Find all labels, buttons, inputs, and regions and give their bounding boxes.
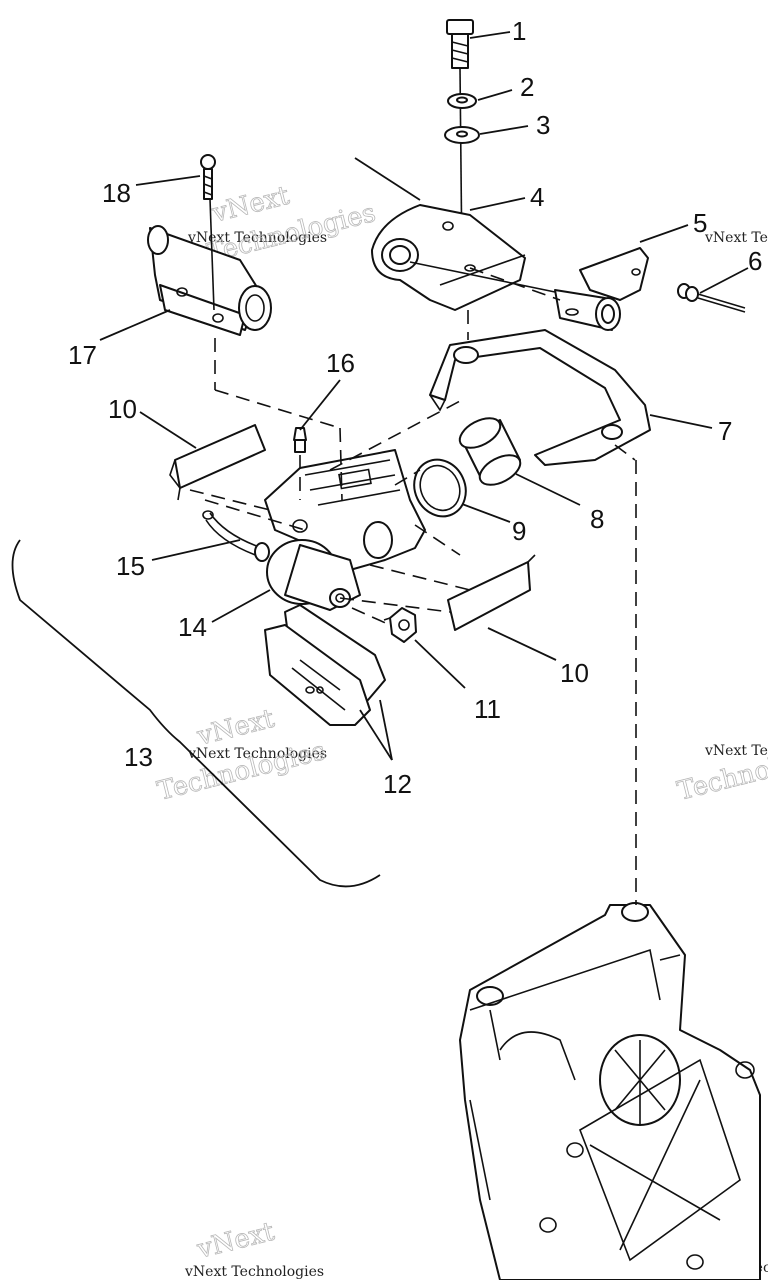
assembly-lines [189,267,637,905]
callout-10-upper: 10 [108,394,137,424]
part-13-caliper-assembly [264,449,426,611]
callout-4: 4 [530,182,544,212]
part-12-brake-pads [264,604,386,726]
svg-text:vNext: vNext [193,704,277,752]
callout-3: 3 [536,110,550,140]
callout-15: 15 [116,551,145,581]
part-2-lock-washer [447,93,477,109]
callout-13: 13 [124,742,153,772]
callout-2: 2 [520,72,534,102]
svg-text:vNext Technologies: vNext Technologies [184,1264,324,1280]
svg-text:vNext: vNext [193,1217,277,1265]
callout-7: 7 [718,416,732,446]
part-18-screw [200,154,216,311]
callout-14: 14 [178,612,207,642]
watermark-middle: vNext vNext Technologies Technologies [154,703,329,807]
svg-text:vNext Technologies: vNext Technologies [187,230,327,246]
callout-18: 18 [102,178,131,208]
callout-11: 11 [474,694,501,724]
part-16-bleeder [293,427,307,453]
part-10-shim-upper [169,424,266,501]
part-9-seal [413,458,467,518]
watermark-right-top: vNext Technologies [704,230,768,246]
part-5-pivot-arm [554,247,649,331]
part-11-nut [383,607,417,643]
callout-10-lower: 10 [560,658,589,688]
part-4-bracket [371,204,556,311]
callout-labels: 1 2 3 4 5 6 7 8 9 10 10 11 12 13 14 15 1… [68,16,762,799]
svg-text:vNext Technologies: vNext Technologies [704,230,768,246]
part-17-housing [147,225,272,336]
part-6-pin [677,283,746,313]
svg-text:vNext Technologies: vNext Technologies [187,746,327,762]
watermark-right-middle: vNext Technologies Technologies [674,736,768,808]
callout-6: 6 [748,246,762,276]
callout-9: 9 [512,516,526,546]
callout-17: 17 [68,340,97,370]
part-10-shim-lower [447,554,536,631]
frame-housing [459,902,761,1280]
callout-12: 12 [383,769,412,799]
callout-1: 1 [512,16,526,46]
part-3-washer [444,126,480,144]
callout-16: 16 [326,348,355,378]
svg-text:vNext Technologies: vNext Technologies [704,743,768,759]
part-7-stirrup [429,329,651,466]
callout-8: 8 [590,504,604,534]
part-15-fitting [202,510,270,562]
callout-5: 5 [693,208,707,238]
leader-lines [11,31,749,888]
part-8-piston [458,417,522,486]
